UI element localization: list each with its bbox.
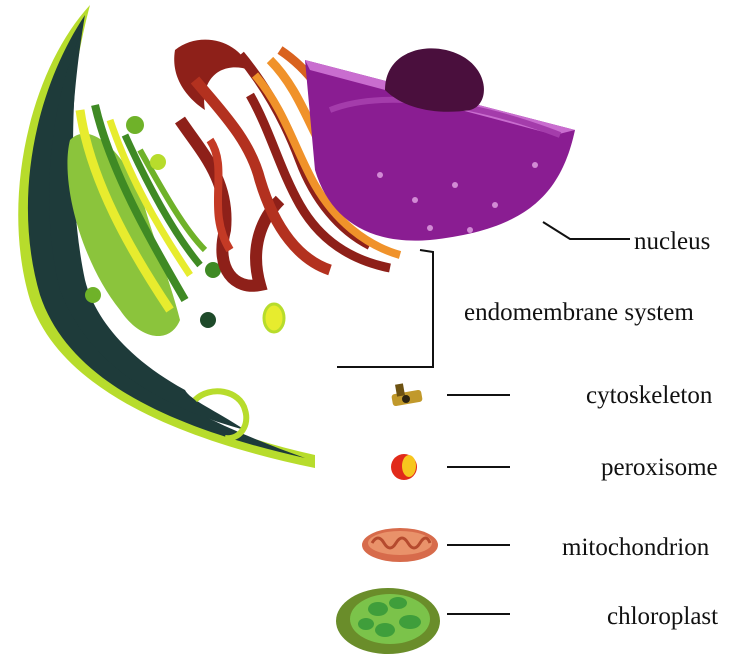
label-mitochondrion: mitochondrion [562,534,710,561]
label-nucleus: nucleus [634,228,711,255]
chloroplast-stacks [67,104,286,337]
cell-wall [18,5,315,468]
chloroplast-icon [336,588,440,654]
label-cytoskeleton: cytoskeleton [586,382,713,409]
cytoskeleton-icon [391,383,423,407]
label-chloroplast: chloroplast [607,603,719,630]
nucleus-leader [542,221,630,240]
mitochondrion-icon [362,528,438,562]
peroxisome-icon [391,454,417,480]
label-endomembrane-system: endomembrane system [464,299,694,326]
endomembrane-bracket [337,249,434,368]
nucleus [305,48,575,241]
label-peroxisome: peroxisome [601,454,718,481]
leader-lines [337,221,630,615]
